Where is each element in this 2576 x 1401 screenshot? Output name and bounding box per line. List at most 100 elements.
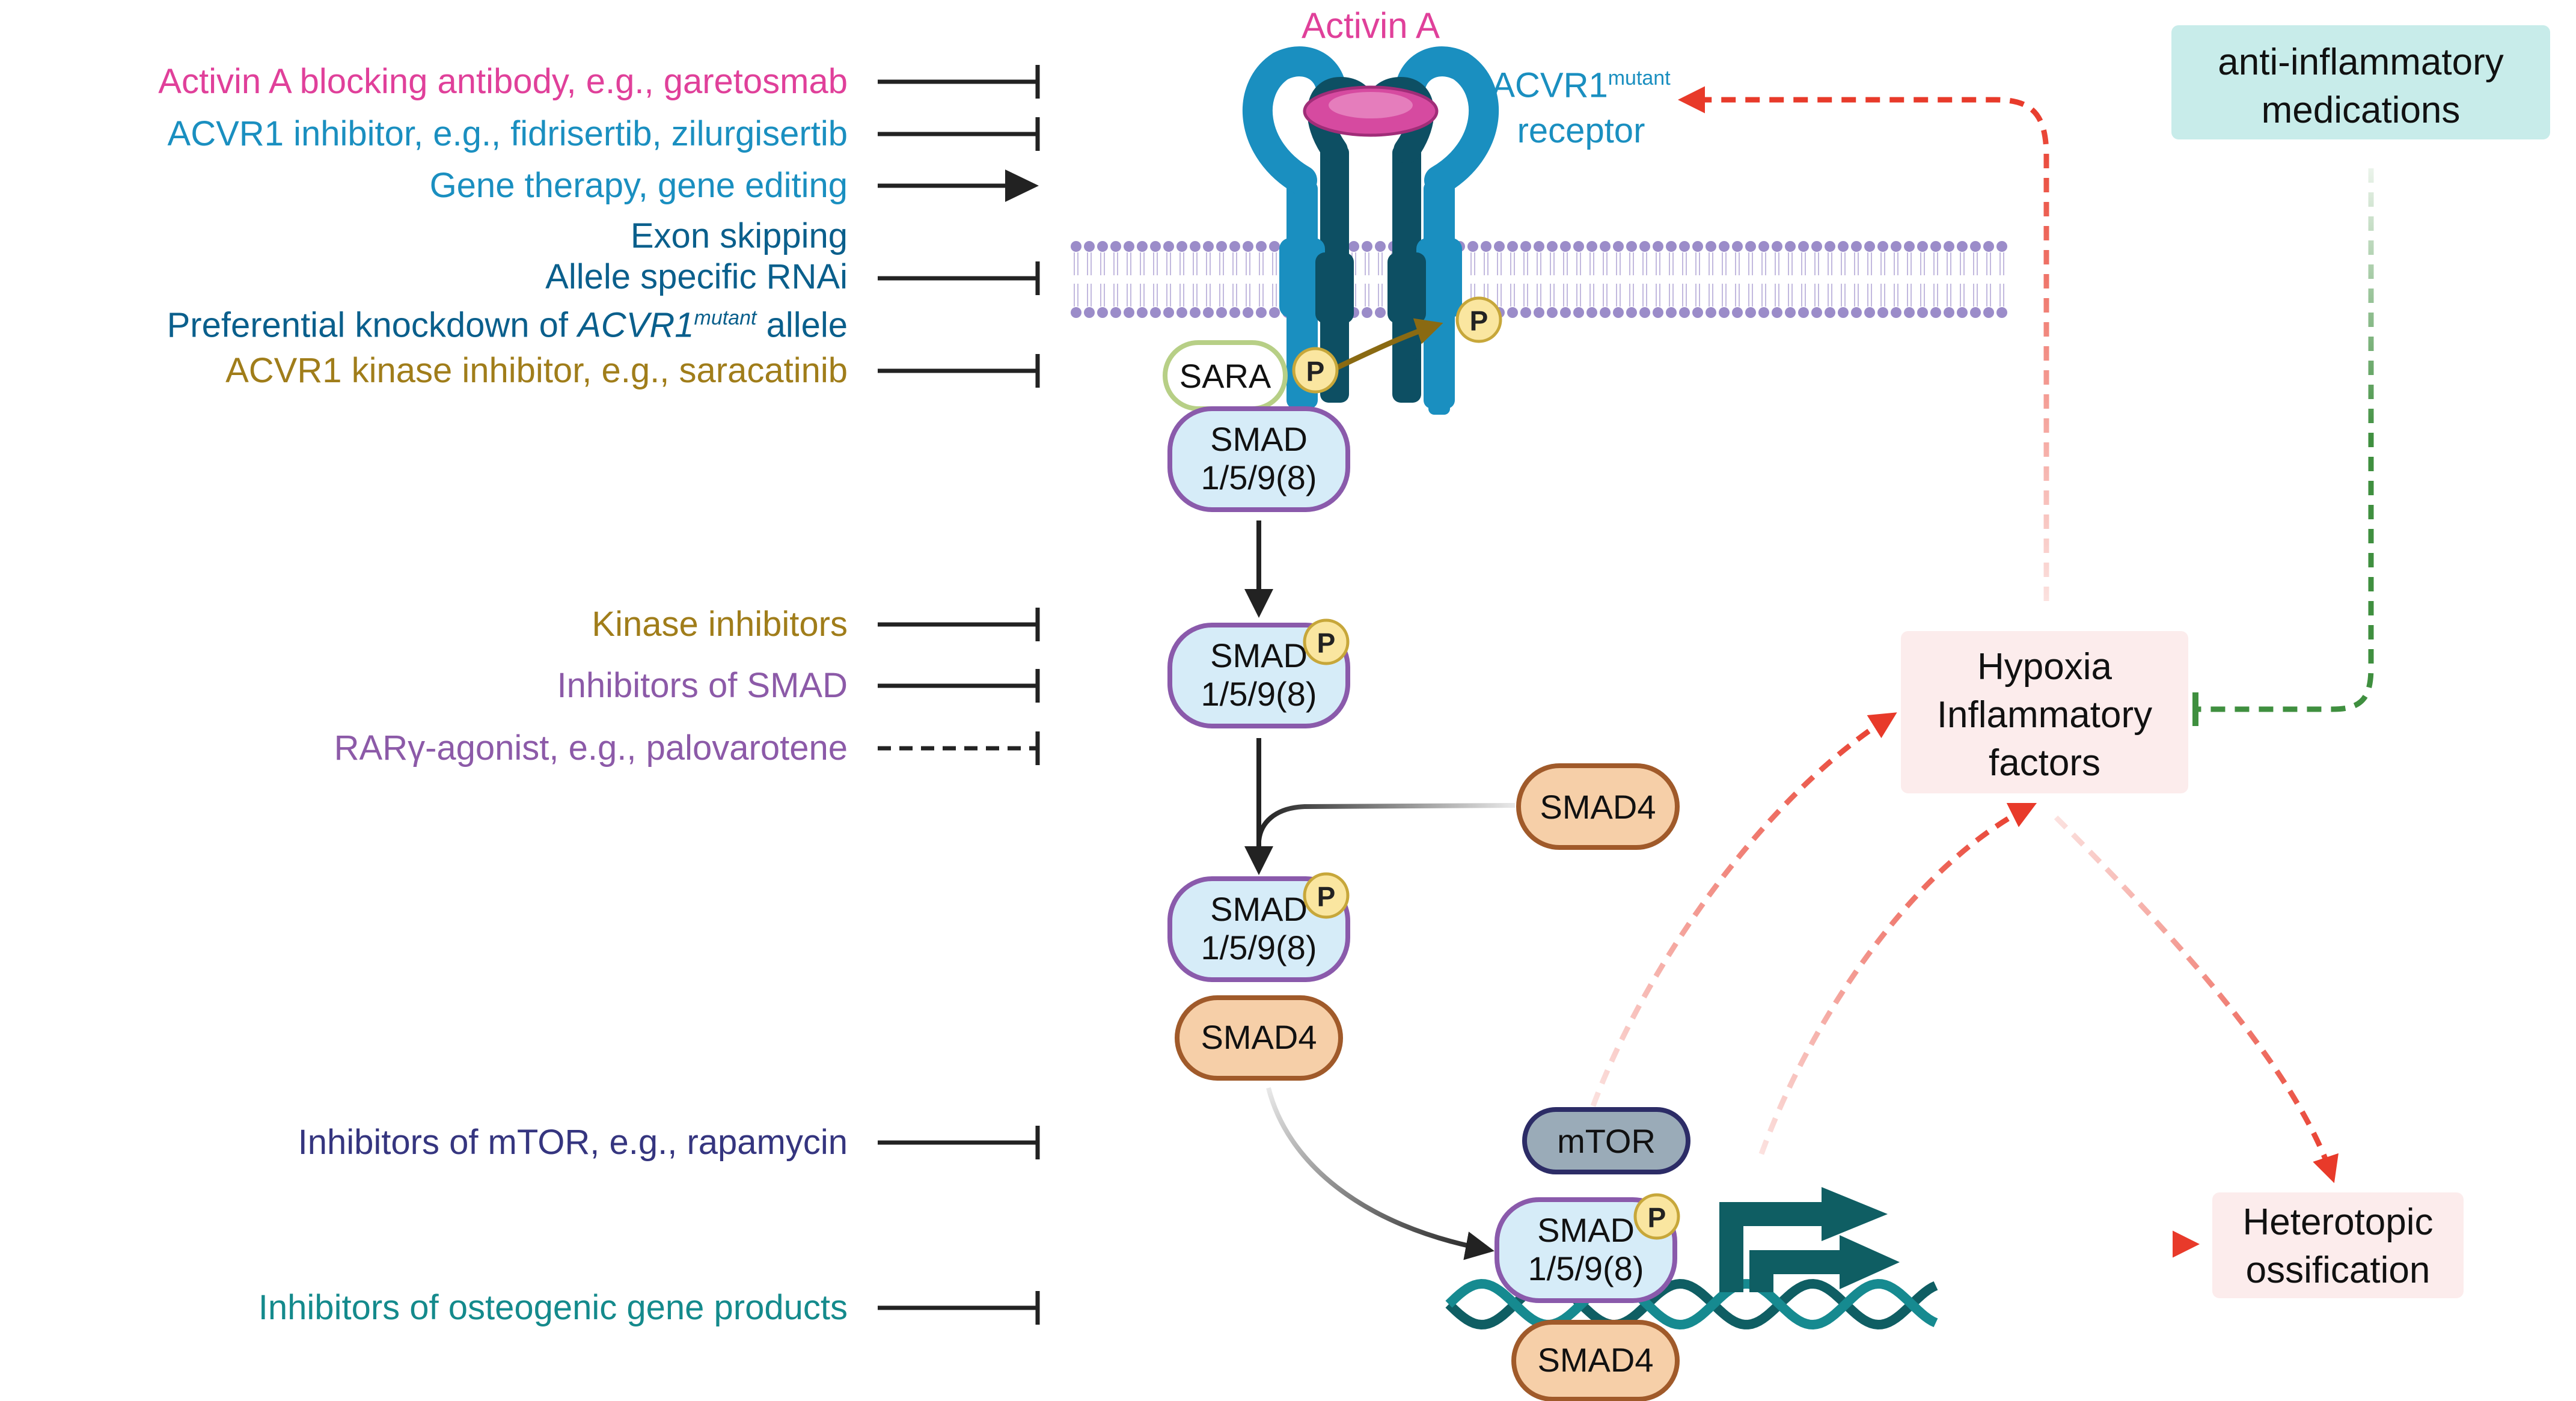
svg-text:SMAD4: SMAD4 xyxy=(1201,1018,1317,1056)
lipid-head xyxy=(1600,307,1611,318)
lipid-head xyxy=(1203,241,1214,252)
lipid-head xyxy=(1348,241,1359,252)
lipid-head xyxy=(1256,241,1267,252)
svg-text:SMAD4: SMAD4 xyxy=(1538,1341,1654,1379)
therapy-kinase-inhibitors: Kinase inhibitors xyxy=(592,605,848,644)
receptor-superscript: mutant xyxy=(1608,67,1671,90)
lipid-head xyxy=(1758,241,1769,252)
lipid-head xyxy=(1124,241,1134,252)
lipid-head xyxy=(1825,307,1835,318)
lipid-head xyxy=(1838,241,1849,252)
lipid-head xyxy=(1930,241,1941,252)
lipid-head xyxy=(1772,241,1782,252)
lipid-head xyxy=(1560,241,1571,252)
lipid-head xyxy=(1375,241,1386,252)
acvr1-receptor-label: ACVR1mutant receptor xyxy=(1467,55,1695,154)
lipid-head xyxy=(1798,241,1809,252)
knockdown-gene: ACVR1 xyxy=(578,305,694,345)
svg-text:1/5/9(8): 1/5/9(8) xyxy=(1201,459,1317,496)
lipid-head xyxy=(1613,241,1624,252)
lipid-head xyxy=(1176,307,1187,318)
transphosphorylation-arrow xyxy=(1325,318,1443,376)
lipid-head xyxy=(1375,307,1386,318)
lipid-head xyxy=(1547,307,1558,318)
lipid-head xyxy=(1507,307,1518,318)
acvr1-receptor-complex xyxy=(1242,46,1499,415)
lipid-head xyxy=(1124,307,1134,318)
lipid-head xyxy=(1362,241,1372,252)
lipid-head xyxy=(1891,241,1901,252)
svg-text:mTOR: mTOR xyxy=(1557,1122,1656,1160)
lipid-head xyxy=(1877,241,1888,252)
lipid-head xyxy=(1600,241,1611,252)
lipid-head xyxy=(1983,307,1994,318)
lipid-head xyxy=(1970,241,1981,252)
knockdown-post: allele xyxy=(756,305,848,345)
cell-membrane xyxy=(1071,241,2007,318)
smad-smad4-complex: SMAD4 SMAD 1/5/9(8) P xyxy=(1167,872,1350,1081)
svg-text:medications: medications xyxy=(2262,90,2461,131)
lipid-head xyxy=(1110,307,1121,318)
lipid-head xyxy=(1692,241,1703,252)
lipid-head xyxy=(1917,241,1928,252)
lipid-head xyxy=(1745,307,1756,318)
therapy-osteogenic-inhibitors: Inhibitors of osteogenic gene products xyxy=(258,1288,848,1327)
lipid-head xyxy=(1758,307,1769,318)
lipid-head xyxy=(1534,241,1544,252)
lipid-head xyxy=(1970,307,1981,318)
therapy-activin-antibody: Activin A blocking antibody, e.g., garet… xyxy=(158,62,848,101)
arrow-complex-to-dna xyxy=(1266,1087,1495,1260)
lipid-head xyxy=(1904,307,1915,318)
hypoxia-box xyxy=(1901,631,2188,793)
lipid-head xyxy=(1547,241,1558,252)
lipid-head xyxy=(1825,241,1835,252)
lipid-head xyxy=(1362,307,1372,318)
therapy-exon-skipping: Exon skipping xyxy=(630,216,848,255)
lipid-head xyxy=(1957,241,1968,252)
lipid-head xyxy=(1917,307,1928,318)
lipid-head xyxy=(1679,241,1690,252)
lipid-head xyxy=(1137,241,1148,252)
svg-text:P: P xyxy=(1317,881,1336,912)
arrow-dna-to-hypoxia-1 xyxy=(1590,712,1897,1107)
therapy-allele-rnai: Allele specific RNAi xyxy=(545,257,848,296)
lipid-head xyxy=(1150,241,1161,252)
transcription-arrows xyxy=(1719,1202,1846,1292)
lipid-head xyxy=(1864,241,1875,252)
lipid-head xyxy=(1573,307,1584,318)
lipid-head xyxy=(1256,307,1267,318)
svg-text:SMAD: SMAD xyxy=(1537,1211,1635,1249)
lipid-head xyxy=(1679,307,1690,318)
lipid-head xyxy=(1560,307,1571,318)
lipid-head xyxy=(1097,241,1108,252)
lipid-head xyxy=(1996,241,2007,252)
lipid-head xyxy=(1798,307,1809,318)
smad4-free: SMAD4 xyxy=(1516,763,1680,850)
knockdown-pre: Preferential knockdown of xyxy=(167,305,578,345)
lipid-head xyxy=(1745,241,1756,252)
knockdown-sup: mutant xyxy=(694,307,757,329)
lipid-head xyxy=(1719,241,1730,252)
lipid-head xyxy=(1653,307,1663,318)
lipid-head xyxy=(1229,241,1240,252)
lipid-head xyxy=(1269,241,1280,252)
phospho-sara xyxy=(1292,347,1339,394)
lipid-head xyxy=(1626,241,1637,252)
svg-text:P: P xyxy=(1648,1202,1666,1233)
svg-text:1/5/9(8): 1/5/9(8) xyxy=(1528,1250,1644,1287)
lipid-head xyxy=(1071,307,1081,318)
mtor-node: mTOR xyxy=(1522,1107,1690,1174)
therapy-mtor-inhibitors: Inhibitors of mTOR, e.g., rapamycin xyxy=(298,1123,848,1162)
lipid-head xyxy=(1494,241,1505,252)
svg-text:factors: factors xyxy=(1989,742,2100,784)
lipid-head xyxy=(1097,307,1108,318)
lipid-head xyxy=(1785,241,1796,252)
lipid-head xyxy=(1772,307,1782,318)
therapy-smad-inhibitors: Inhibitors of SMAD xyxy=(557,666,848,705)
lipid-head xyxy=(1811,307,1822,318)
therapy-connectors xyxy=(878,65,1040,1325)
lipid-head xyxy=(1190,307,1201,318)
svg-text:SMAD4: SMAD4 xyxy=(1540,788,1656,826)
lipid-head xyxy=(1203,307,1214,318)
